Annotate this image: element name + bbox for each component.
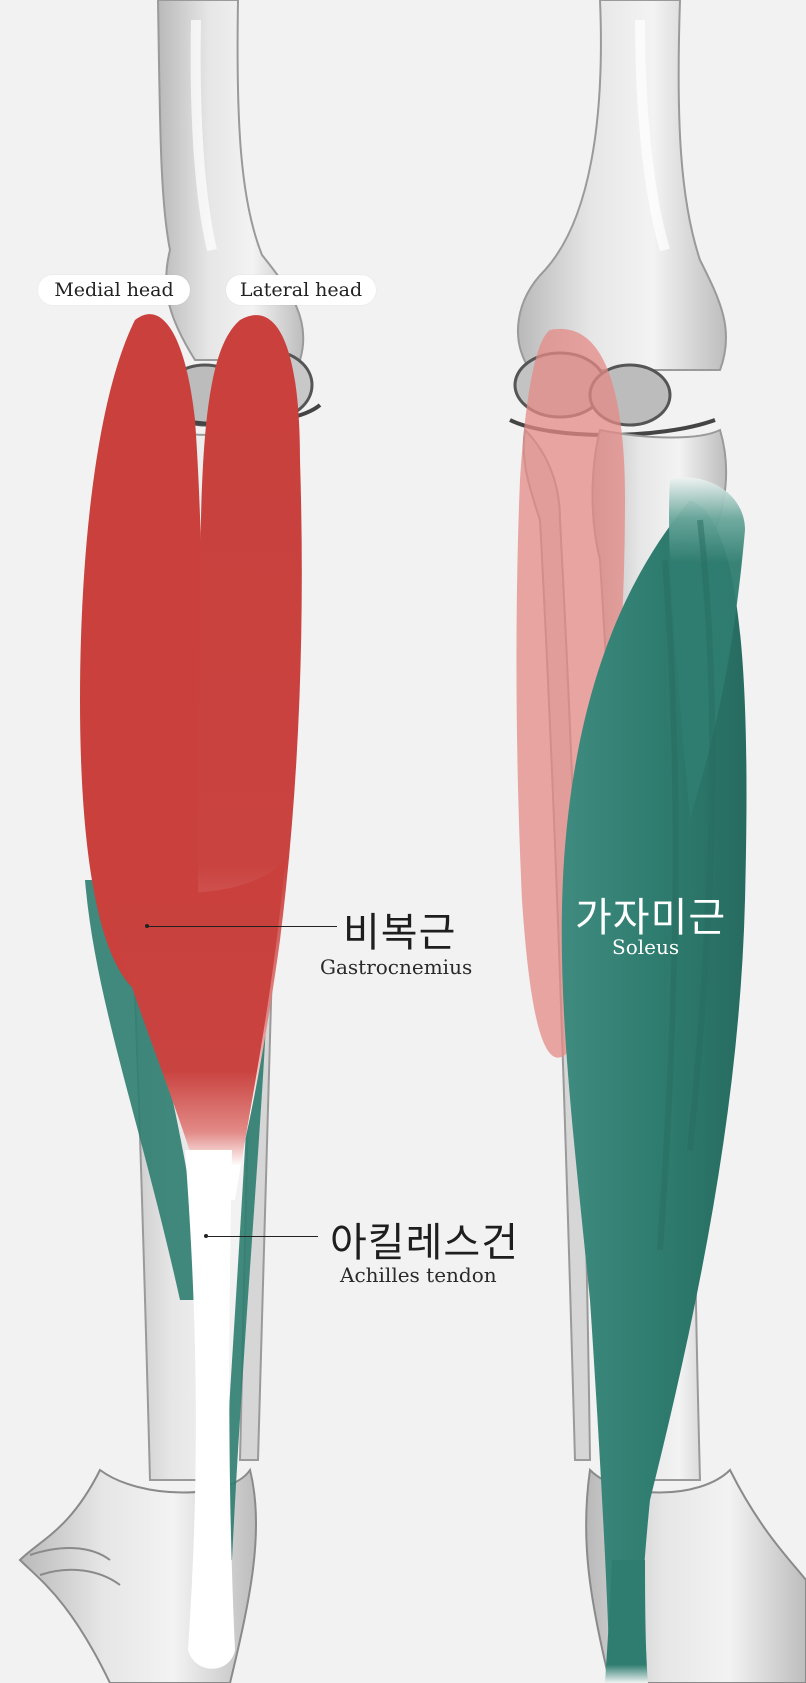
soleus-lower-tendon (605, 1560, 648, 1683)
left-femur (158, 0, 303, 360)
gastrocnemius-korean-label: 비복근 (343, 900, 456, 958)
achilles-english-label: Achilles tendon (340, 1263, 497, 1287)
right-leg (510, 0, 806, 1683)
right-femur (518, 0, 726, 370)
medial-head-label: Medial head (38, 275, 190, 305)
gastrocnemius-leader-line (147, 926, 337, 927)
lateral-head-label: Lateral head (226, 275, 376, 305)
achilles-korean-label: 아킬레스건 (330, 1210, 519, 1268)
gastrocnemius-medial-head (80, 314, 203, 991)
gastrocnemius-english-label: Gastrocnemius (320, 955, 472, 979)
achilles-leader-line (206, 1236, 318, 1237)
left-leg (20, 0, 320, 1683)
soleus-english-label: Soleus (612, 935, 679, 959)
